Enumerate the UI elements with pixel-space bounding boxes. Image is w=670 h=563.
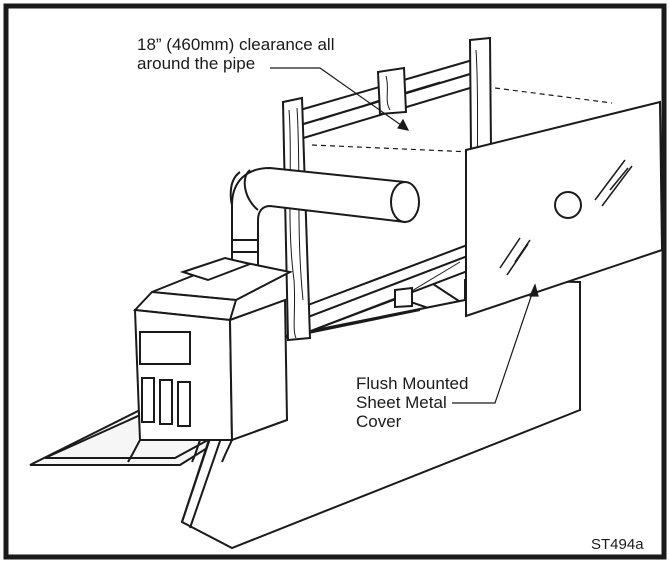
clearance-label-line2: around the pipe <box>137 54 256 73</box>
outer-border <box>3 3 667 560</box>
leader-lines <box>270 67 539 404</box>
sheet-metal-cover <box>465 100 664 318</box>
cover-label-line1: Flush Mounted <box>356 374 469 393</box>
wood-stove <box>127 256 293 463</box>
cover-label-line2: Sheet Metal <box>356 393 447 412</box>
figure-reference: ST494a <box>591 536 644 553</box>
cover-label-line3: Cover <box>356 412 402 431</box>
clearance-lines <box>311 87 613 153</box>
clearance-label-line1: 18” (460mm) clearance all <box>137 35 335 54</box>
